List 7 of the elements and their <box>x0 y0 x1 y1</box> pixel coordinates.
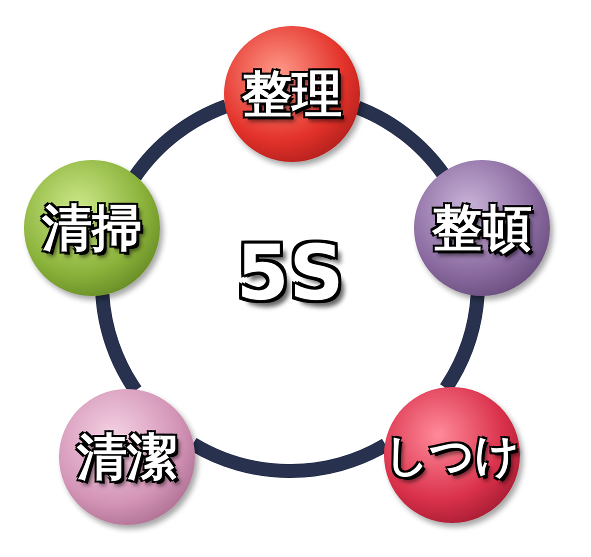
node-label: 清掃 <box>42 198 142 258</box>
node-label: 清潔 <box>77 426 177 488</box>
node-label: しつけ <box>384 428 520 482</box>
node-label: 整頓 <box>432 198 532 258</box>
node-label: 整理 <box>242 64 342 124</box>
center-title: 5S <box>190 228 390 317</box>
ring-connector <box>354 101 448 178</box>
